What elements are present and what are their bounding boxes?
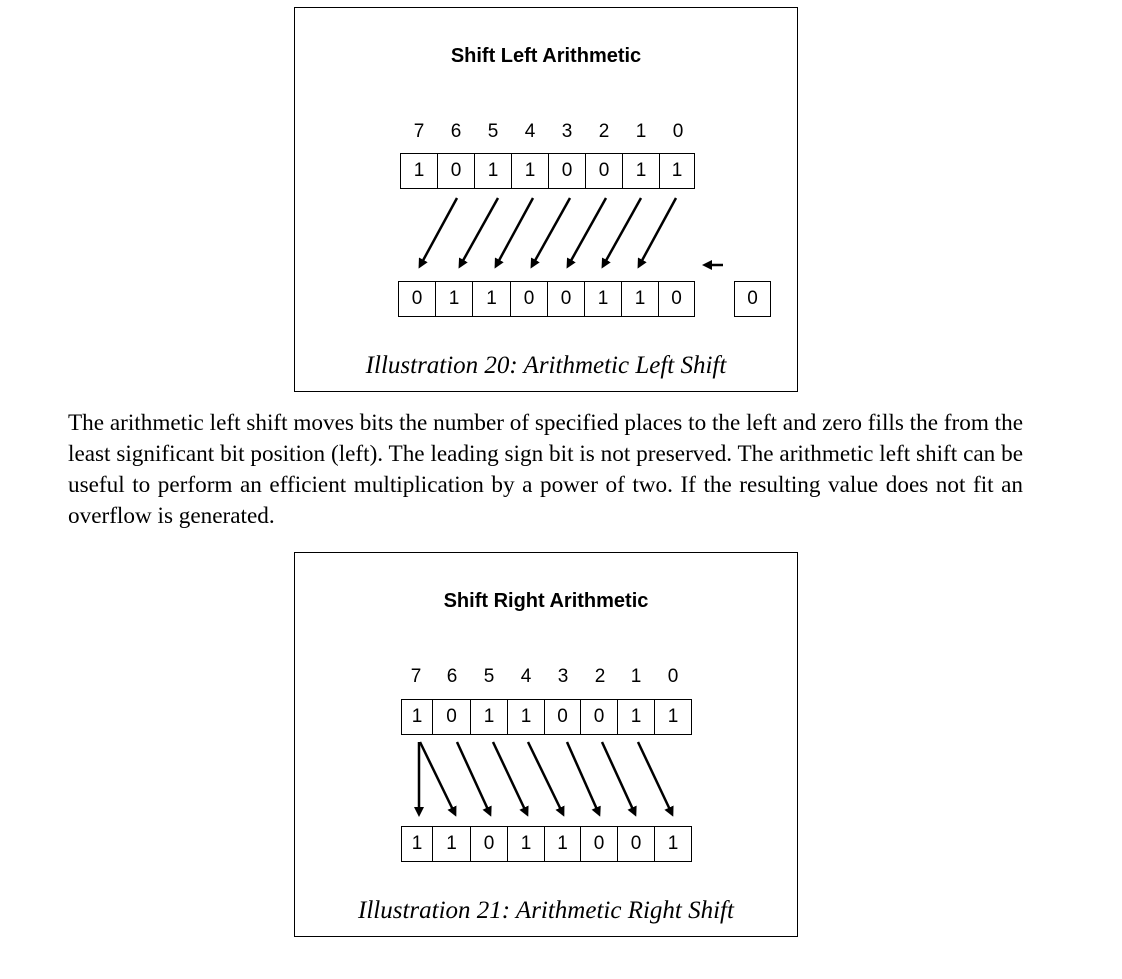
after-bit-7: 1: [401, 826, 433, 862]
before-bit-2: 0: [585, 153, 623, 189]
shift-left-arrows: [418, 197, 723, 270]
before-bit-0: 1: [659, 153, 695, 189]
shift-arrow: [600, 741, 637, 817]
bit-index-2: 2: [594, 666, 606, 687]
bit-index-0: 0: [667, 666, 679, 687]
bit-index-5: 5: [483, 666, 495, 687]
bit-index-5: 5: [487, 121, 499, 142]
shift-arrow: [565, 741, 601, 817]
bit-index-3: 3: [557, 666, 569, 687]
bit-index-1: 1: [635, 121, 647, 142]
before-bit-5: 1: [470, 699, 508, 735]
after-bit-6: 1: [432, 826, 471, 862]
after-bit-5: 1: [472, 281, 511, 317]
shift-arrow: [636, 741, 674, 817]
bit-index-1: 1: [630, 666, 642, 687]
bit-index-3: 3: [561, 121, 573, 142]
bit-index-7: 7: [413, 121, 425, 142]
zero-fill-bit: 0: [734, 281, 771, 317]
shift-arrow: [526, 741, 565, 817]
after-bit-4: 0: [510, 281, 548, 317]
shift-arrow: [418, 197, 459, 269]
body-paragraph: The arithmetic left shift moves bits the…: [68, 410, 1023, 529]
figure-caption: Illustration 21: Arithmetic Right Shift: [358, 897, 734, 924]
after-bit-7: 0: [398, 281, 436, 317]
shift-arrow: [491, 741, 529, 817]
after-bit-6: 1: [435, 281, 473, 317]
before-bit-4: 1: [507, 699, 545, 735]
after-bit-1: 0: [617, 826, 655, 862]
bit-index-6: 6: [446, 666, 458, 687]
shift-arrow: [530, 197, 572, 269]
figure-shift-right: Shift Right Arithmetic 7 6 5 4 3 2 1 0 1…: [294, 552, 798, 937]
after-bit-0: 1: [654, 826, 692, 862]
shift-right-arrows: [414, 741, 674, 817]
after-bit-5: 0: [470, 826, 508, 862]
before-bit-6: 0: [432, 699, 471, 735]
bit-index-2: 2: [598, 121, 610, 142]
bit-index-4: 4: [520, 666, 532, 687]
bit-index-4: 4: [524, 121, 536, 142]
before-bit-3: 0: [548, 153, 586, 189]
after-bit-4: 1: [507, 826, 545, 862]
bit-index-6: 6: [450, 121, 462, 142]
after-bit-2: 0: [580, 826, 618, 862]
shift-arrow: [601, 197, 643, 269]
before-bit-1: 1: [617, 699, 655, 735]
shift-arrow: [637, 197, 678, 269]
shift-arrow: [458, 197, 500, 269]
before-bit-3: 0: [544, 699, 581, 735]
shift-arrow: [494, 197, 535, 269]
bit-index-7: 7: [410, 666, 422, 687]
after-bit-3: 1: [544, 826, 581, 862]
figure-title: Shift Left Arithmetic: [450, 45, 642, 67]
shift-arrow: [418, 741, 457, 817]
after-bit-0: 0: [658, 281, 695, 317]
shift-arrow: [566, 197, 608, 269]
before-bit-2: 0: [580, 699, 618, 735]
after-bit-2: 1: [584, 281, 622, 317]
before-bit-7: 1: [400, 153, 438, 189]
figure-shift-left: Shift Left Arithmetic 7 6 5 4 3 2 1 0 1 …: [294, 7, 798, 392]
bit-index-0: 0: [672, 121, 684, 142]
before-bit-0: 1: [654, 699, 692, 735]
before-bit-5: 1: [474, 153, 512, 189]
before-bit-1: 1: [622, 153, 660, 189]
after-bit-3: 0: [547, 281, 585, 317]
shift-arrow: [455, 741, 492, 817]
after-bit-1: 1: [621, 281, 659, 317]
figure-title: Shift Right Arithmetic: [443, 590, 649, 612]
figure-caption: Illustration 20: Arithmetic Left Shift: [365, 352, 727, 379]
